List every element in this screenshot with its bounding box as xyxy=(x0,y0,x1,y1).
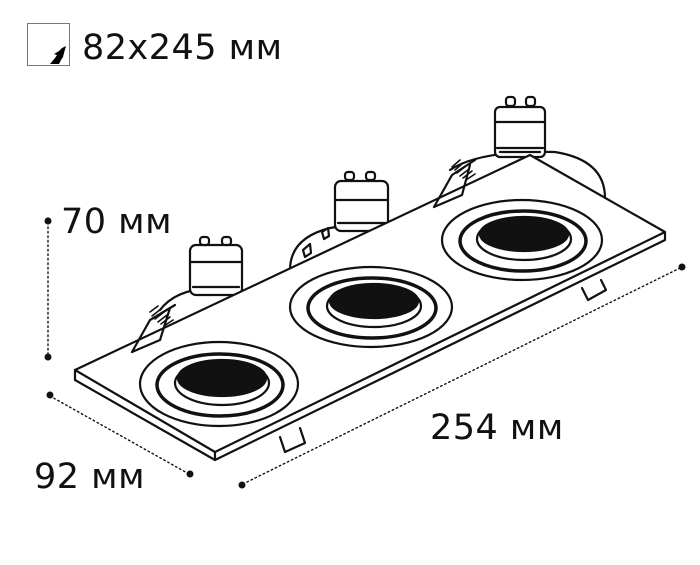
cutout-size-icon xyxy=(27,23,70,66)
spring-right xyxy=(432,158,477,209)
socket-left xyxy=(158,235,262,312)
dimension-dots xyxy=(44,217,686,489)
lamp-ring-right xyxy=(440,198,604,282)
lamp-ring-middle xyxy=(288,265,454,349)
dimension-lines xyxy=(47,217,681,485)
cutout-dimension-label: 82x245 мм xyxy=(82,28,283,68)
length-dimension-label: 254 мм xyxy=(430,408,564,448)
spring-clips xyxy=(278,278,608,454)
lamp-ring-left xyxy=(138,340,300,428)
height-dimension-label: 70 мм xyxy=(61,202,172,242)
spring-left xyxy=(130,303,177,354)
width-dimension-label: 92 мм xyxy=(34,457,145,497)
